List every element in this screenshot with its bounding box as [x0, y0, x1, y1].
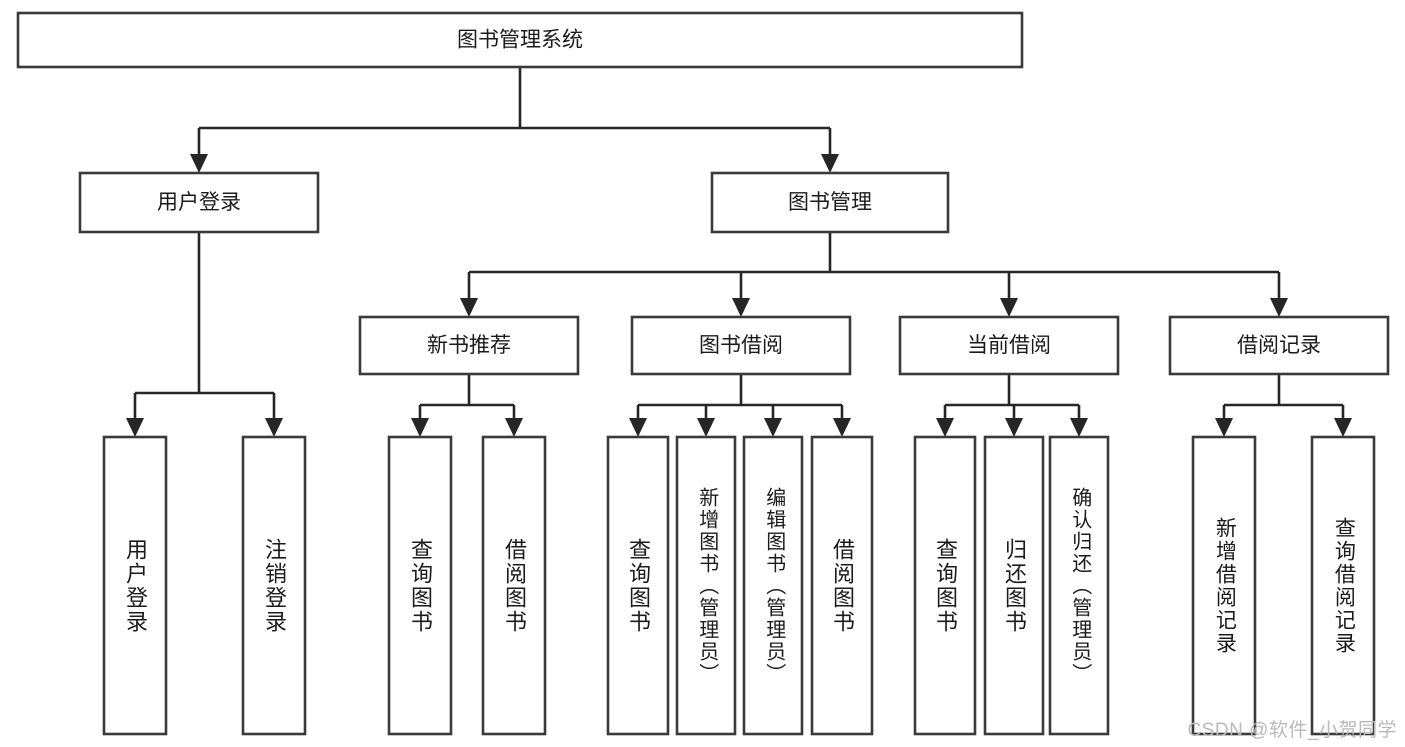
conn-borrow-arrow-2 [764, 418, 782, 437]
node-box-leaf-query-book-current[interactable] [913, 435, 977, 736]
conn-record-arrow-1 [1334, 418, 1352, 437]
conn-book-mgmt-arrow-1 [732, 298, 750, 317]
connectors-layer [126, 67, 1352, 437]
conn-borrow-arrow-3 [833, 418, 851, 437]
conn-user-login-arrow-0 [126, 418, 144, 437]
node-box-leaf-confirm-return-admin[interactable] [1048, 435, 1110, 736]
conn-recommend-arrow-1 [505, 418, 523, 437]
node-box-leaf-logout-login[interactable] [241, 435, 307, 736]
node-label-new-book-recommend: 新书推荐 [427, 334, 511, 357]
conn-book-mgmt-arrow-2 [1000, 298, 1018, 317]
node-box-leaf-add-borrow-record[interactable] [1191, 435, 1257, 736]
node-box-leaf-return-book[interactable] [983, 435, 1045, 736]
conn-book-mgmt-arrow-3 [1270, 298, 1288, 317]
node-box-leaf-edit-book-admin[interactable] [742, 435, 804, 736]
conn-current-arrow-0 [936, 418, 954, 437]
watermark-text: CSDN @软件_小贺同学 [1187, 720, 1397, 741]
conn-borrow-arrow-0 [629, 418, 647, 437]
node-box-leaf-borrow-book[interactable] [810, 435, 874, 736]
node-box-leaf-borrow-book-recommend[interactable] [481, 435, 547, 736]
conn-root-arrow-1 [821, 154, 839, 173]
conn-user-login-arrow-1 [265, 418, 283, 437]
node-box-leaf-user-login[interactable] [102, 435, 168, 736]
conn-book-mgmt-arrow-0 [460, 298, 478, 317]
conn-current-arrow-2 [1070, 418, 1088, 437]
node-box-new-book-recommend[interactable] [358, 315, 580, 376]
node-label-book-management: 图书管理 [788, 191, 872, 214]
conn-recommend-arrow-0 [411, 418, 429, 437]
node-box-leaf-query-book-borrow[interactable] [606, 435, 670, 736]
node-box-book-management[interactable] [710, 171, 950, 234]
node-label-current-borrow: 当前借阅 [967, 334, 1051, 357]
node-box-leaf-query-borrow-record[interactable] [1310, 435, 1376, 736]
node-label-borrow-record: 借阅记录 [1237, 334, 1321, 357]
node-label-user-login: 用户登录 [157, 191, 241, 214]
node-box-user-login[interactable] [78, 171, 320, 234]
boxes-layer [16, 11, 1390, 736]
node-label-book-borrow: 图书借阅 [699, 334, 783, 357]
conn-root-arrow-0 [190, 154, 208, 173]
node-box-borrow-record[interactable] [1168, 315, 1390, 376]
conn-borrow-arrow-1 [697, 418, 715, 437]
conn-record-arrow-0 [1215, 418, 1233, 437]
node-box-leaf-query-book-recommend[interactable] [387, 435, 453, 736]
node-box-current-borrow[interactable] [898, 315, 1120, 376]
node-label-root: 图书管理系统 [457, 29, 583, 52]
node-box-leaf-add-book-admin[interactable] [675, 435, 737, 736]
node-box-root[interactable] [16, 11, 1024, 69]
conn-current-arrow-1 [1005, 418, 1023, 437]
node-box-book-borrow[interactable] [630, 315, 852, 376]
